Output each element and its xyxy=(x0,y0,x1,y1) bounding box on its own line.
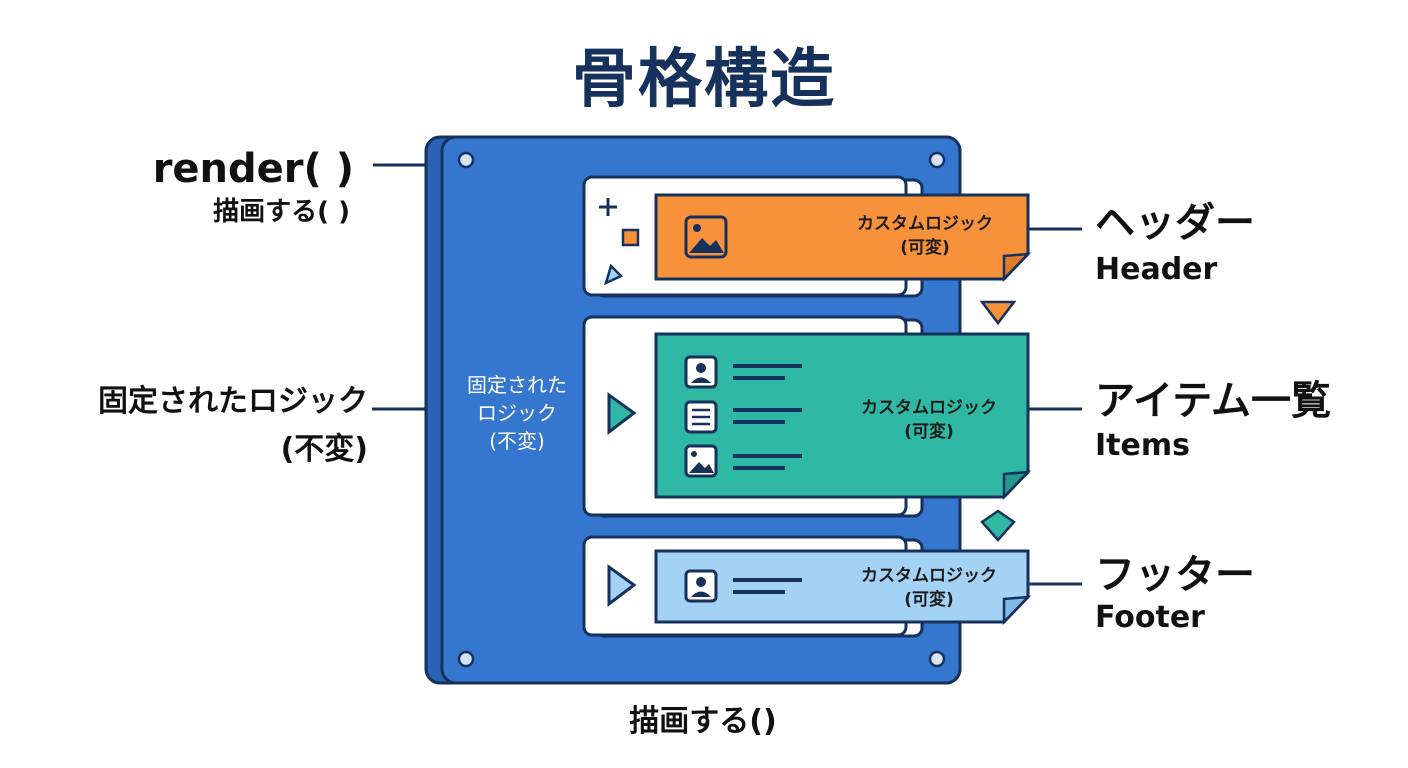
plus-icon xyxy=(599,198,617,216)
square-icon xyxy=(621,228,640,247)
user-icon xyxy=(684,355,718,389)
play-icon xyxy=(607,392,637,436)
custom-logic-label: カスタムロジック xyxy=(861,398,997,418)
header-custom-logic: カスタムロジック (可変) xyxy=(830,212,1020,260)
fixed-logic-sub-label: (不変) xyxy=(280,432,368,467)
footer-section xyxy=(582,535,1032,638)
items-custom-logic: カスタムロジック (可変) xyxy=(834,396,1024,444)
header-section xyxy=(582,175,1032,298)
panel-fixed-line3: (不変) xyxy=(489,429,545,453)
render-label: render( ) xyxy=(152,146,354,192)
custom-logic-sub: (可変) xyxy=(904,422,954,442)
image-icon xyxy=(684,215,728,259)
panel-fixed-line1: 固定された xyxy=(467,373,567,397)
image-icon xyxy=(684,444,718,478)
items-en-label: Items xyxy=(1095,428,1190,463)
header-en-label: Header xyxy=(1095,252,1218,287)
custom-logic-label: カスタムロジック xyxy=(857,214,993,234)
items-jp-label: アイテム一覧 xyxy=(1095,378,1331,424)
diagram-title: 骨格構造 xyxy=(572,43,836,117)
custom-logic-label: カスタムロジック xyxy=(861,566,997,586)
items-section xyxy=(582,315,1032,518)
footer-custom-logic: カスタムロジック (可変) xyxy=(834,564,1024,612)
panel-fixed-line2: ロジック xyxy=(477,401,557,425)
footer-en-label: Footer xyxy=(1095,600,1205,635)
down-arrow-icon xyxy=(980,509,1016,542)
render-sub-label: 描画する( ) xyxy=(213,197,350,227)
screw-icons xyxy=(457,151,946,668)
list-icon xyxy=(684,400,718,434)
fixed-logic-label: 固定されたロジック xyxy=(98,384,368,419)
custom-logic-sub: (可変) xyxy=(904,590,954,610)
user-icon xyxy=(684,569,718,603)
bottom-render-label: 描画する() xyxy=(629,704,777,739)
panel-fixed-logic-text: 固定された ロジック (不変) xyxy=(452,371,582,455)
custom-logic-sub: (可変) xyxy=(900,238,950,258)
header-jp-label: ヘッダー xyxy=(1095,200,1255,246)
triangle-icon xyxy=(604,263,624,286)
down-arrow-icon xyxy=(979,300,1017,326)
play-icon xyxy=(607,564,637,608)
footer-jp-label: フッター xyxy=(1095,552,1255,598)
